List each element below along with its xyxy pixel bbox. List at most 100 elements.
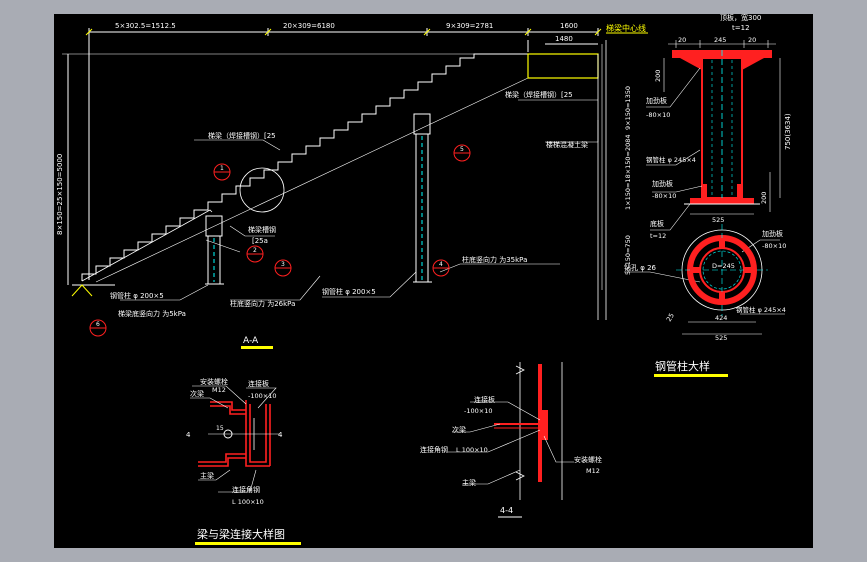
col-dim-525a: 525 (712, 216, 724, 224)
stiff3-label: 加劲板 (762, 229, 783, 238)
main-beam-section (515, 362, 563, 500)
bolt-hole-label: 钻孔 φ 26 (624, 263, 657, 272)
dim-right-v1: 9×150=1350 (624, 86, 632, 130)
bubble-2: 2 (253, 247, 257, 254)
plan-stiffeners (690, 238, 754, 302)
conn-num4b: 4 (278, 431, 283, 439)
cap-plate-label: 顶板，宽300 (720, 13, 761, 22)
col-dim-750: 750(3634) (784, 113, 792, 150)
detail-circle (239, 167, 285, 213)
stiff3-size: -80×10 (762, 242, 786, 250)
circle-diameter: D=245 (712, 262, 735, 270)
base-plate-label: 底板 (650, 219, 664, 228)
stair-beam-label-3: 梯梁槽钢 (248, 225, 276, 234)
top-dimension-lines (88, 28, 599, 280)
conn-sub-beam: 次梁 (190, 389, 204, 398)
dim-top-2: 20×309=6180 (283, 22, 335, 30)
col-dim-200b: 200 (760, 192, 768, 204)
bolt-circle (223, 429, 233, 439)
steel-col-label-1: 钢管柱 φ 200×5 (110, 291, 164, 300)
detail-bubbles: 1 2 3 4 5 6 (89, 144, 471, 337)
col-dim-424: 424 (715, 314, 727, 322)
bubble-3: 3 (281, 261, 285, 268)
s44-bolt-label: 安装螺栓 (574, 455, 602, 464)
s44-bolt-spec: M12 (586, 467, 600, 475)
stair-beam-label-2: 梯梁（焊接槽钢）[25 (505, 90, 573, 99)
column-detail-title-bar (654, 374, 728, 377)
conn-num15: 15 (216, 425, 224, 432)
bubble-1: 1 (220, 165, 224, 172)
stiff1-label: 加劲板 (646, 96, 667, 105)
cap-plate-t: t=12 (732, 24, 750, 32)
beam-center-label: 梯梁中心线 (606, 23, 646, 33)
s44-plate-size: -100×10 (464, 407, 492, 415)
pipe2-label: 钢管柱 φ 245×4 (736, 305, 786, 314)
section-aa: 5×302.5=1512.5 20×309=6180 9×309=2781 1 6… (56, 22, 648, 349)
conn-bolt-spec: M12 (212, 386, 226, 394)
base-force-label-1: 梯梁底竖向力 为5kPa (118, 309, 186, 318)
base-force-label-2: 柱底竖向力 为26kPa (230, 299, 295, 308)
base-plate (690, 198, 754, 204)
col-dim-25: 25 (665, 312, 676, 323)
dim-top-1: 5×302.5=1512.5 (115, 22, 176, 30)
conn-angle-size: L 100×10 (232, 498, 264, 506)
stair-beam-label-3b: [25a (252, 237, 268, 245)
s44-sub-beam: 次梁 (452, 425, 466, 434)
bubble-6: 6 (96, 321, 100, 328)
top-dim-ticks (85, 28, 602, 36)
conn-main-beam: 主梁 (200, 471, 214, 480)
pipe1-label: 钢管柱 φ 245×4 (646, 155, 696, 164)
conn-plate-size: -100×10 (248, 392, 276, 400)
s44-plate-label: 连接板 (474, 395, 495, 404)
conn-plate-44 (542, 410, 548, 440)
conn-plate-label: 连接板 (248, 379, 269, 388)
col-dim-20b: 20 (748, 36, 756, 44)
col-dim-200a: 200 (654, 70, 662, 82)
s44-angle-size: L 100×10 (456, 446, 488, 454)
stair-soffit (81, 209, 213, 282)
dim-left-vertical: 8×150=25×150=5000 (56, 154, 64, 235)
drawing-area (54, 14, 813, 548)
conn-num4a: 4 (186, 431, 191, 439)
cap-stiffener-right (742, 58, 764, 70)
conn-angle-label: 连接角钢 (232, 485, 260, 494)
column-left (205, 215, 224, 285)
section44-leaders (448, 401, 574, 485)
dim-right-v3: 5×150=750 (624, 235, 632, 275)
bubble-5: 5 (460, 146, 464, 153)
steel-col-label-2: 钢管柱 φ 200×5 (322, 287, 376, 296)
column-side-dims (663, 58, 781, 215)
column-detail-title: 钢管柱大样 (655, 359, 710, 373)
conn-leaders (190, 385, 277, 493)
base-stiffener-2 (737, 184, 741, 198)
dim-right-v2: 1×150=18×150=2084 (624, 134, 632, 210)
conn-bolt-label: 安装螺栓 (200, 377, 228, 386)
column-detail: 20 245 20 顶板，宽300 t=12 200 200 750(3634)… (624, 13, 792, 377)
col-dim-20a: 20 (678, 36, 686, 44)
cap-stiffener-left (680, 58, 702, 70)
column-top-dims (668, 40, 776, 48)
landing-beam-label: 楼梯混凝土梁 (546, 140, 588, 149)
stair-beam-label-1: 梯梁（焊接槽钢）[25 (208, 131, 276, 140)
base-stiffener-1 (703, 184, 707, 198)
s44-main-beam: 主梁 (462, 478, 476, 487)
col-dim-245: 245 (714, 36, 726, 44)
ground-triangle (71, 284, 93, 297)
bubble-4: 4 (439, 261, 443, 268)
stiff2-label: 加劲板 (652, 179, 673, 188)
col-dim-525b: 525 (715, 334, 727, 342)
base-plate-t: t=12 (650, 232, 666, 240)
section-aa-title-bar (241, 346, 273, 349)
leaders-aa (120, 99, 599, 301)
beam-connection-detail: 安装螺栓 M12 连接板 -100×10 次梁 4 4 15 连接角钢 L 10… (186, 377, 301, 545)
stair-soffit-line (95, 77, 529, 283)
s44-angle-label: 连接角钢 (420, 445, 448, 454)
section-aa-title: A-A (243, 336, 259, 346)
dim-top-3: 9×309=2781 (446, 22, 493, 30)
stair-profile (81, 53, 528, 281)
section-44: 连接板 -100×10 次梁 连接角钢 L 100×10 安装螺栓 M12 主梁… (420, 362, 602, 518)
stiff2-size: -80×10 (652, 192, 676, 200)
section-44-title: 4-4 (500, 506, 513, 515)
